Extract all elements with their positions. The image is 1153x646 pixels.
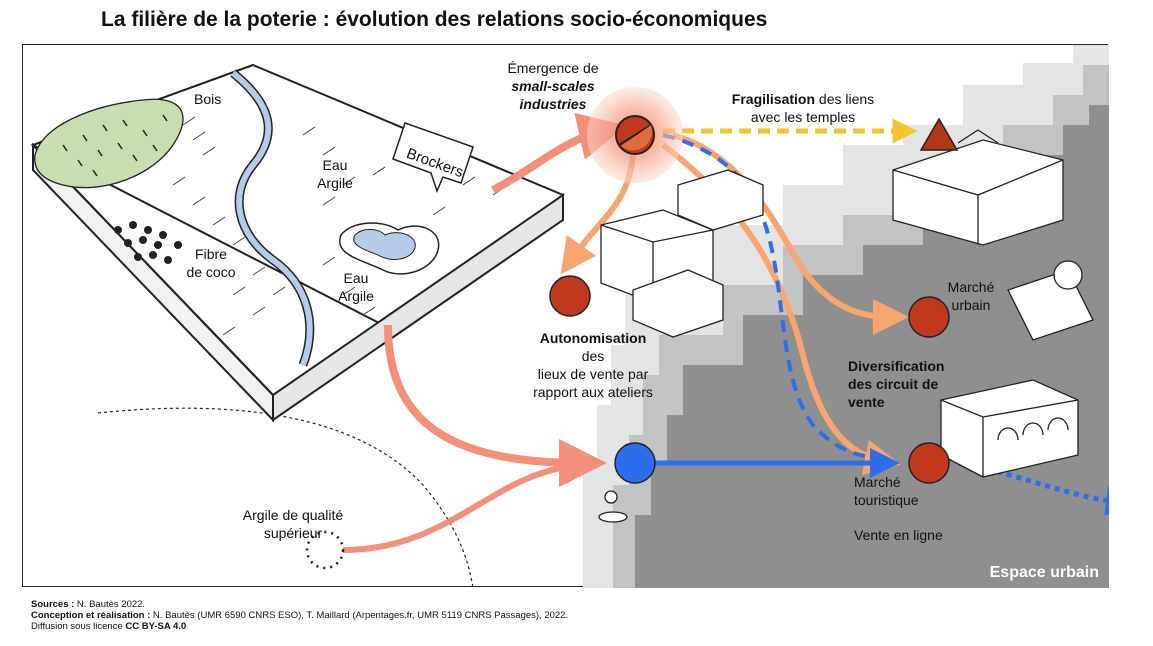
quality-clay-node <box>305 530 345 570</box>
label-coco: de coco <box>186 264 236 280</box>
footer-licence: Diffusion sous licence CC BY-SA 4.0 <box>31 621 568 632</box>
label-autonomisation-line4: rapport aux ateliers <box>533 384 653 400</box>
urban-market-stall <box>1007 260 1094 341</box>
label-emergence-line2: small-scales <box>511 78 595 94</box>
footer-licence-prefix: Diffusion sous licence <box>31 621 126 632</box>
footer-conception-value: N. Bautès (UMR 6590 CNRS ESO), T. Mailla… <box>150 610 569 621</box>
label-vente-en-ligne: Vente en ligne <box>854 527 943 543</box>
tourist-market-node <box>908 442 950 484</box>
label-autonomisation-bold: Autonomisation <box>539 330 647 346</box>
footer-sources-label: Sources : <box>31 599 75 610</box>
label-argile-2: Argile <box>338 288 374 304</box>
label-diversification: Diversification des circuit de vente <box>848 357 944 411</box>
footer-conception-label: Conception et réalisation : <box>31 610 151 621</box>
diagram-canvas <box>30 45 1109 588</box>
label-marche-touristique-line1: Marché <box>854 474 901 490</box>
label-fragilisation-rest: des liens <box>815 91 875 107</box>
footer-licence-value: CC BY-SA 4.0 <box>125 621 187 632</box>
diagram-frame: Bois Eau Argile Eau Argile Fibre de coco… <box>22 44 1109 588</box>
label-argile-qualite-line2: supérieur <box>263 525 323 541</box>
label-bois: Bois <box>194 91 222 107</box>
label-espace-urbain: Espace urbain <box>989 564 1099 581</box>
footer-sources-value: N. Bautès 2022. <box>74 599 146 610</box>
label-fragilisation-bold: Fragilisation <box>731 91 816 107</box>
brockers-sign <box>392 122 474 194</box>
landscape-block <box>30 63 566 423</box>
label-autonomisation-line2: des <box>581 348 605 364</box>
urban-market-node <box>908 296 950 338</box>
label-fragilisation-line2: avec les temples <box>750 109 856 125</box>
coconut-trees <box>114 221 182 264</box>
label-marche-urbain: Marché urbain <box>941 278 1001 314</box>
label-eau-2: Eau <box>343 270 369 286</box>
wood-area <box>34 98 184 189</box>
footer-conception: Conception et réalisation : N. Bautès (U… <box>31 610 568 621</box>
label-fibre: Fibre <box>195 246 227 262</box>
label-marche-touristique-line2: touristique <box>854 492 919 508</box>
label-diversification-line1: Diversification <box>848 358 945 374</box>
autonomy-node <box>549 275 591 317</box>
label-emergence-line3: industries <box>519 96 587 112</box>
arrow-clay-to-tourist-market <box>384 324 607 487</box>
label-argile-qualite: Argile de qualité supérieur <box>228 506 358 542</box>
label-marche-touristique: Marché touristique <box>854 473 919 509</box>
label-argile-qualite-line1: Argile de qualité <box>242 507 344 523</box>
label-fragilisation: Fragilisation des liens avec les temples <box>713 90 893 126</box>
label-autonomisation: Autonomisation des lieux de vente par ra… <box>513 329 673 401</box>
footer-sources: Sources : N. Bautès 2022. <box>31 599 568 610</box>
label-diversification-line2: des circuit de <box>848 376 939 392</box>
label-fibre-coco: Fibre de coco <box>181 245 241 281</box>
blue-origin-node <box>614 442 656 484</box>
credits-footer: Sources : N. Bautès 2022. Conception et … <box>31 599 568 632</box>
label-marche-urbain-line1: Marché <box>947 279 995 295</box>
dashed-boundary-line <box>97 407 474 588</box>
arrow-brockers-to-industries <box>491 112 627 194</box>
temple-triangle-icon <box>919 117 959 151</box>
label-eau-1: Eau <box>322 157 348 173</box>
label-eau-argile-pond: Eau Argile <box>331 269 381 305</box>
label-marche-urbain-line2: urbain <box>951 297 991 313</box>
label-emergence: Émergence de small-scales industries <box>493 59 613 113</box>
label-emergence-line1: Émergence de <box>507 60 599 76</box>
label-argile-1: Argile <box>317 175 353 191</box>
label-autonomisation-line3: lieux de vente par <box>537 366 649 382</box>
label-eau-argile-river: Eau Argile <box>310 156 360 192</box>
label-diversification-line3: vente <box>848 394 885 410</box>
artisan-houses <box>600 169 764 338</box>
potter-figure <box>598 490 628 523</box>
diagram-title: La filière de la poterie : évolution des… <box>101 8 768 31</box>
temple-building <box>892 129 1064 246</box>
tourist-market-building <box>940 379 1079 478</box>
arrow-quality-clay-to-tourist <box>342 448 601 553</box>
